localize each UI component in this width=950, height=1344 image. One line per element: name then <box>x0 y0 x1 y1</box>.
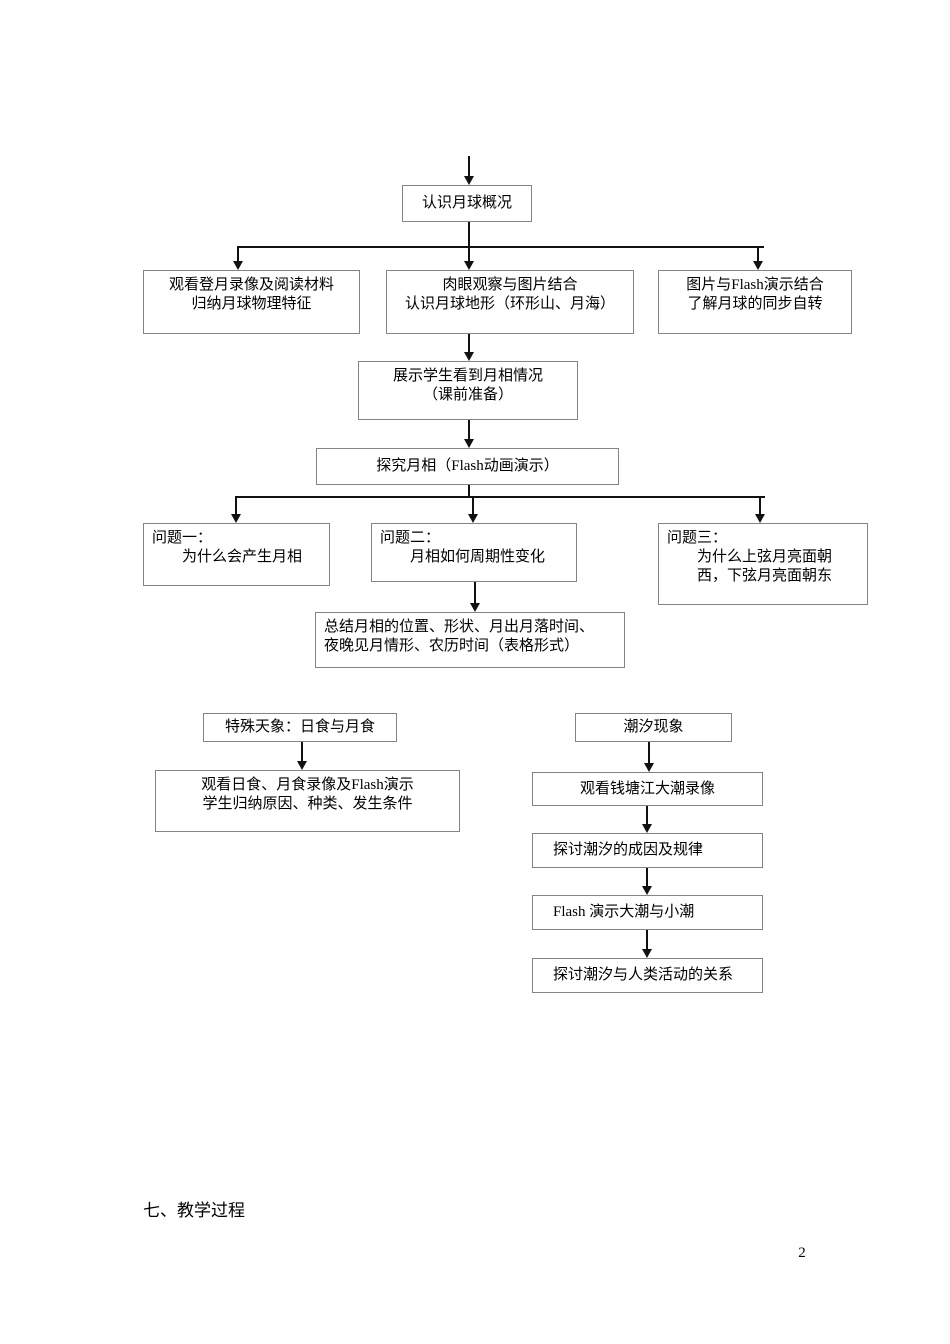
connector2-drop-left <box>235 496 237 514</box>
connector2-stem <box>468 485 470 497</box>
arrow-down-icon <box>642 886 652 895</box>
node-text: 特殊天象：日食与月食 <box>224 719 375 735</box>
node-naked-eye: 肉眼观察与图片结合 认识月球地形（环形山、月海） <box>386 270 634 334</box>
arrow-down-icon <box>753 261 763 270</box>
node-explore-phases: 探究月相（Flash动画演示） <box>316 448 619 485</box>
node-question3: 问题三： 为什么上弦月亮面朝 西，下弦月亮面朝东 <box>658 523 868 605</box>
node-text: 问题三： <box>667 530 728 546</box>
node-text: 西，下弦月亮面朝东 <box>697 568 833 584</box>
connector2-rail <box>235 496 765 498</box>
node-text: 观看钱塘江大潮录像 <box>579 780 715 797</box>
node-text: 问题一： <box>152 530 213 546</box>
section-heading: 七、教学过程 <box>143 1201 245 1220</box>
node-text: 图片与Flash演示结合 <box>686 277 824 293</box>
connector1-drop-right <box>757 246 759 263</box>
node-text: 为什么上弦月亮面朝 <box>697 549 833 565</box>
arrow-down-icon <box>464 439 474 448</box>
connector2-drop-right <box>759 496 761 514</box>
connector1-drop-mid <box>468 246 470 263</box>
node-text: 探究月相（Flash动画演示） <box>376 458 559 474</box>
node-tide-title: 潮汐现象 <box>575 713 732 742</box>
node-tide-video: 观看钱塘江大潮录像 <box>532 772 763 806</box>
node-sync-rotation: 图片与Flash演示结合 了解月球的同步自转 <box>658 270 852 334</box>
node-text: 问题二： <box>380 530 441 546</box>
node-text: 潮汐现象 <box>623 719 684 735</box>
arrow-down-icon <box>470 603 480 612</box>
connector-line <box>301 742 303 762</box>
node-text: 总结月相的位置、形状、月出月落时间、 <box>324 619 595 635</box>
arrow-down-icon <box>297 761 307 770</box>
node-text: 肉眼观察与图片结合 <box>442 277 578 293</box>
arrow-down-icon <box>233 261 243 270</box>
connector-line <box>468 334 470 353</box>
connector1-stem <box>468 222 470 247</box>
node-text: 夜晚见月情形、农历时间（表格形式） <box>324 638 580 654</box>
node-tide-human: 探讨潮汐与人类活动的关系 <box>532 958 763 993</box>
node-moon-overview: 认识月球概况 <box>402 185 532 222</box>
connector-line <box>646 806 648 825</box>
connector-line <box>646 868 648 887</box>
node-question2: 问题二： 月相如何周期性变化 <box>371 523 577 582</box>
node-summary: 总结月相的位置、形状、月出月落时间、 夜晚见月情形、农历时间（表格形式） <box>315 612 625 668</box>
node-text: Flash 演示大潮与小潮 <box>553 904 695 920</box>
node-tide-flash: Flash 演示大潮与小潮 <box>532 895 763 930</box>
arrow-down-icon <box>755 514 765 523</box>
node-text: 观看登月录像及阅读材料 <box>168 277 334 293</box>
connector-top-line <box>468 156 470 178</box>
node-eclipse-video: 观看日食、月食录像及Flash演示 学生归纳原因、种类、发生条件 <box>155 770 460 832</box>
connector-line <box>648 742 650 764</box>
node-text: 观看日食、月食录像及Flash演示 <box>201 777 414 793</box>
connector-line <box>468 420 470 439</box>
arrow-down-icon <box>464 176 474 185</box>
connector-line <box>646 930 648 950</box>
arrow-down-icon <box>644 763 654 772</box>
page-number: 2 <box>798 1245 806 1261</box>
connector1-drop-left <box>237 246 239 263</box>
arrow-down-icon <box>642 824 652 833</box>
node-text: 月相如何周期性变化 <box>410 549 546 565</box>
node-landing-video: 观看登月录像及阅读材料 归纳月球物理特征 <box>143 270 360 334</box>
node-text: 展示学生看到月相情况 <box>392 368 543 384</box>
node-text: 学生归纳原因、种类、发生条件 <box>202 796 413 812</box>
node-text: （课前准备） <box>422 387 513 403</box>
node-text: 探讨潮汐与人类活动的关系 <box>553 967 734 983</box>
arrow-down-icon <box>464 352 474 361</box>
node-tide-cause: 探讨潮汐的成因及规律 <box>532 833 763 868</box>
node-text: 归纳月球物理特征 <box>191 296 312 312</box>
arrow-down-icon <box>464 261 474 270</box>
node-text: 认识月球概况 <box>421 195 512 211</box>
connector1-rail <box>237 246 764 248</box>
node-show-phases: 展示学生看到月相情况 （课前准备） <box>358 361 578 420</box>
connector-line <box>474 582 476 604</box>
node-text: 了解月球的同步自转 <box>687 296 823 312</box>
node-text: 认识月球地形（环形山、月海） <box>404 296 615 312</box>
node-question1: 问题一： 为什么会产生月相 <box>143 523 330 586</box>
connector2-drop-mid <box>472 496 474 514</box>
node-text: 为什么会产生月相 <box>182 549 303 565</box>
arrow-down-icon <box>642 949 652 958</box>
arrow-down-icon <box>231 514 241 523</box>
node-text: 探讨潮汐的成因及规律 <box>553 842 704 858</box>
arrow-down-icon <box>468 514 478 523</box>
node-eclipse-title: 特殊天象：日食与月食 <box>203 713 397 742</box>
